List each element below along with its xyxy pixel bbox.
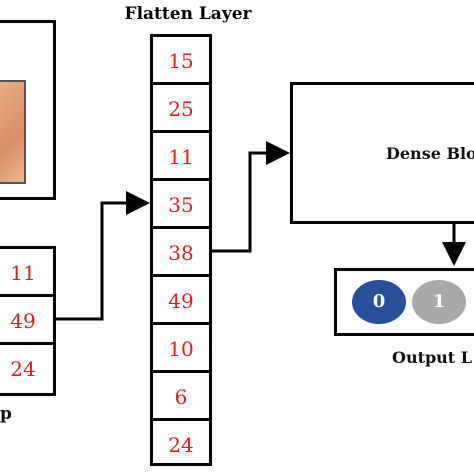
flatten-cell: 35 (153, 181, 209, 229)
pooled-cell: 49 (0, 297, 53, 345)
dense-block (290, 82, 474, 224)
pooled-cell: 24 (10, 357, 36, 381)
flatten-cell: 49 (153, 277, 209, 325)
input-image-thumbnail (0, 80, 26, 184)
flatten-cell: 6 (153, 373, 209, 421)
flatten-layer-title: Flatten Layer (124, 4, 252, 24)
cut-off-label: p (0, 404, 12, 424)
flatten-cell: 11 (153, 133, 209, 181)
output-node-0: 0 (352, 280, 406, 324)
flatten-cell: 24 (168, 433, 194, 457)
output-node-1: 1 (412, 280, 466, 324)
dense-block-label: Dense Blo (386, 144, 474, 163)
arrow-flatten-to-dense (212, 141, 290, 253)
pooled-cell: 11 (0, 249, 53, 297)
flatten-cell: 25 (153, 85, 209, 133)
flatten-cell: 10 (153, 325, 209, 373)
arrow-pool-to-flatten (56, 191, 150, 321)
flatten-layer-column: 15 25 11 35 38 49 10 6 24 (150, 34, 212, 466)
pooled-column: 11 49 24 (0, 246, 56, 396)
flatten-cell: 38 (153, 229, 209, 277)
output-layer-label: Output L (392, 348, 472, 367)
flatten-cell: 15 (153, 37, 209, 85)
